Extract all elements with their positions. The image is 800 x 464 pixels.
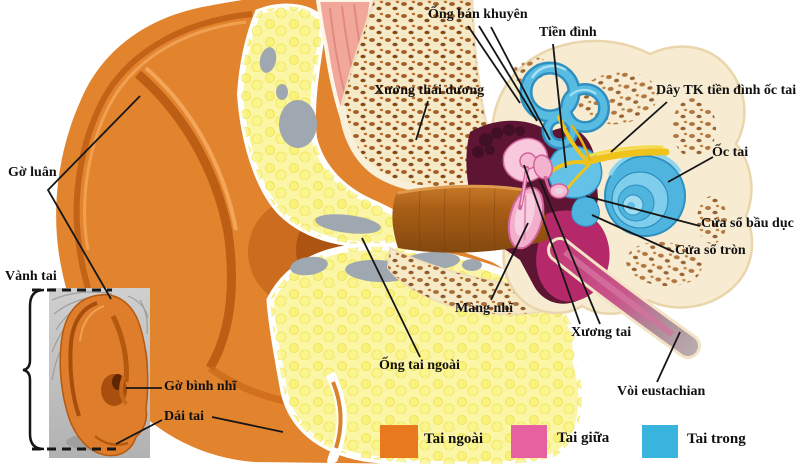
label-cua-so-bau-duc: Cửa sổ bầu dục [701,216,794,231]
eardrum [507,186,545,250]
semicircular-canals [519,61,610,150]
legend-label-middle-ear: Tai giữa [557,430,610,446]
label-xuong-thai-duong: Xương thái dương [374,83,485,98]
label-day-tk: Dây TK tiền đình ốc tai [656,83,797,98]
label-xuong-tai: Xương tai [571,325,632,340]
label-go-luan: Gờ luân [8,165,57,180]
label-vanh-tai: Vành tai [5,269,57,284]
ossicles [502,137,569,210]
legend-label-outer-ear: Tai ngoài [424,431,484,447]
label-dai-tai: Dái tai [164,409,205,424]
label-tien-dinh: Tiền đình [539,25,597,40]
legend-label-inner-ear: Tai trong [687,431,746,447]
label-mang-nhi: Màng nhĩ [455,301,513,316]
legend-swatch-outer-ear [380,425,418,458]
inset-ear-photo [49,288,150,458]
legend-swatch-inner-ear [642,425,678,458]
leader-lines [46,25,714,445]
cochlea [604,150,686,237]
label-voi-eustachian: Vòi eustachian [617,384,706,399]
label-cua-so-tron: Cửa sổ tròn [675,243,746,258]
legend-swatch-middle-ear [511,425,547,458]
vanh-tai-brace [22,288,118,451]
label-go-binh-nhi: Gờ bình nhĩ [164,379,237,394]
label-oc-tai: Ốc tai [712,145,749,160]
label-ong-tai-ngoai: Ống tai ngoài [379,358,460,373]
label-ong-ban-khuyen: Ống bán khuyên [428,7,528,22]
